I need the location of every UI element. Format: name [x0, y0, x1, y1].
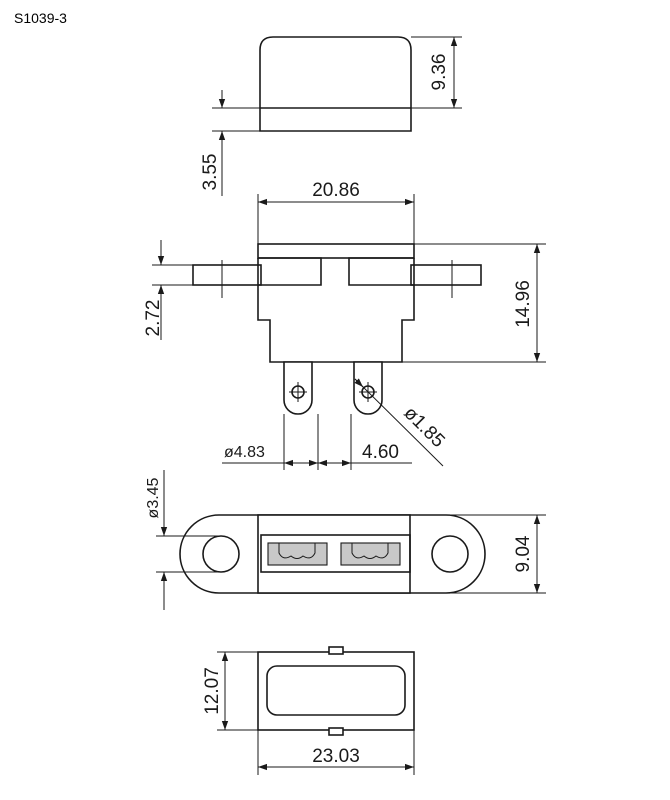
- front-top-band: [257, 243, 415, 259]
- front-body-outline: [257, 258, 415, 363]
- front-left-slot: [258, 257, 322, 286]
- end-body: [257, 651, 415, 731]
- body-width-label: 20.86: [312, 180, 360, 201]
- right-contact-clip: [351, 543, 389, 559]
- mount-hole-diameter-label: ø3.45: [145, 477, 162, 518]
- front-right-slot: [348, 257, 414, 286]
- right-contact: [340, 542, 401, 566]
- end-window: [266, 665, 406, 716]
- contact-slot-frame: [260, 534, 411, 573]
- left-flange: [192, 264, 262, 286]
- left-mount-hole: [202, 535, 240, 573]
- flange-thickness-label: 2.72: [143, 300, 164, 337]
- pin-hole-leader-arrow: [354, 378, 364, 388]
- end-height-label: 12.07: [202, 667, 223, 715]
- bottom-height-label: 9.04: [513, 535, 534, 572]
- pin-hole-diameter-label: ø1.85: [399, 403, 448, 452]
- left-contact-clip: [278, 543, 316, 559]
- part-number: S1039-3: [14, 10, 67, 26]
- end-width-label: 23.03: [312, 746, 360, 767]
- right-flange: [410, 264, 482, 286]
- front-view: 20.86 2.72 14.96 ø1.85: [143, 180, 546, 470]
- end-view: 12.07 23.03: [202, 646, 415, 775]
- cap-outline: [259, 36, 412, 132]
- body-height-label: 14.96: [513, 280, 534, 328]
- cap-view: 9.36 3.55: [200, 36, 462, 196]
- pin-hole-leader: [354, 378, 444, 467]
- cap-height-label: 9.36: [429, 54, 450, 91]
- pin-gap-label: 4.60: [362, 442, 399, 463]
- end-bottom-notch: [328, 727, 344, 736]
- pin-width-label: ø4.83: [224, 444, 265, 461]
- right-mount-hole: [431, 535, 469, 573]
- bottom-view: ø3.45 9.04: [145, 470, 546, 610]
- cap-offset-label: 3.55: [200, 154, 221, 191]
- left-contact: [267, 542, 328, 566]
- end-top-notch: [328, 646, 344, 655]
